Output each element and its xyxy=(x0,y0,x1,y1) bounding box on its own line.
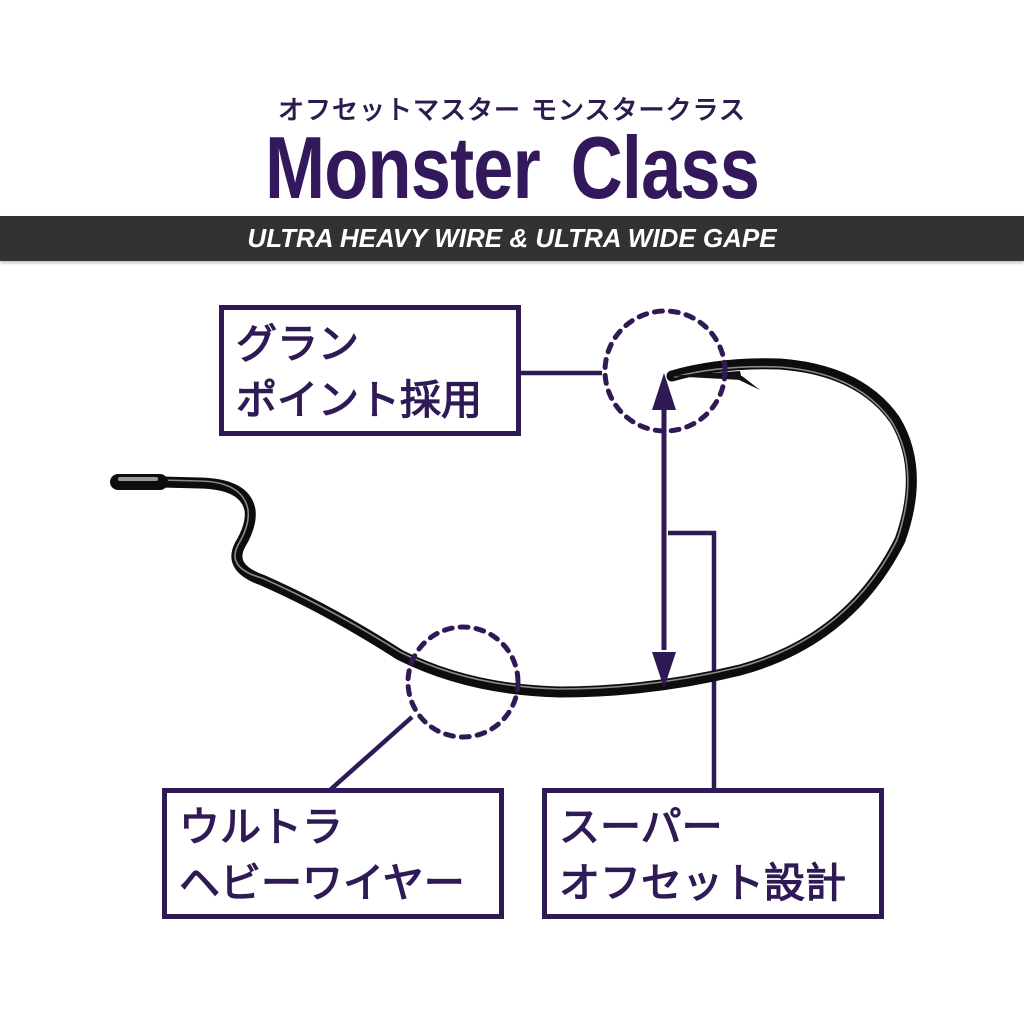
callout-ultra-heavy-wire: ウルトラ ヘビーワイヤー xyxy=(162,788,504,919)
callout-gran-point-line2: ポイント採用 xyxy=(236,376,482,424)
hook-eye xyxy=(110,474,168,490)
callout-super-offset-line1: スーパー xyxy=(559,803,723,851)
tagline-text: ULTRA HEAVY WIRE & ULTRA WIDE GAPE xyxy=(247,223,777,253)
subtitle-jp: オフセットマスター モンスタークラス xyxy=(277,96,746,126)
page-title: Monster Class xyxy=(264,118,760,217)
wire-highlight-circle xyxy=(405,624,521,740)
callout-ultra-heavy-wire-line2: ヘビーワイヤー xyxy=(179,859,465,907)
tagline-banner: ULTRA HEAVY WIRE & ULTRA WIDE GAPE xyxy=(0,216,1024,261)
callout-gran-point: グラン ポイント採用 xyxy=(219,305,521,436)
connector-lines xyxy=(328,370,717,792)
callout-super-offset: スーパー オフセット設計 xyxy=(542,788,884,919)
callout-ultra-heavy-wire-line1: ウルトラ xyxy=(179,803,343,851)
offset-arrow xyxy=(652,373,676,688)
callout-gran-point-line1: グラン xyxy=(236,320,359,368)
callout-super-offset-line2: オフセット設計 xyxy=(559,859,846,907)
